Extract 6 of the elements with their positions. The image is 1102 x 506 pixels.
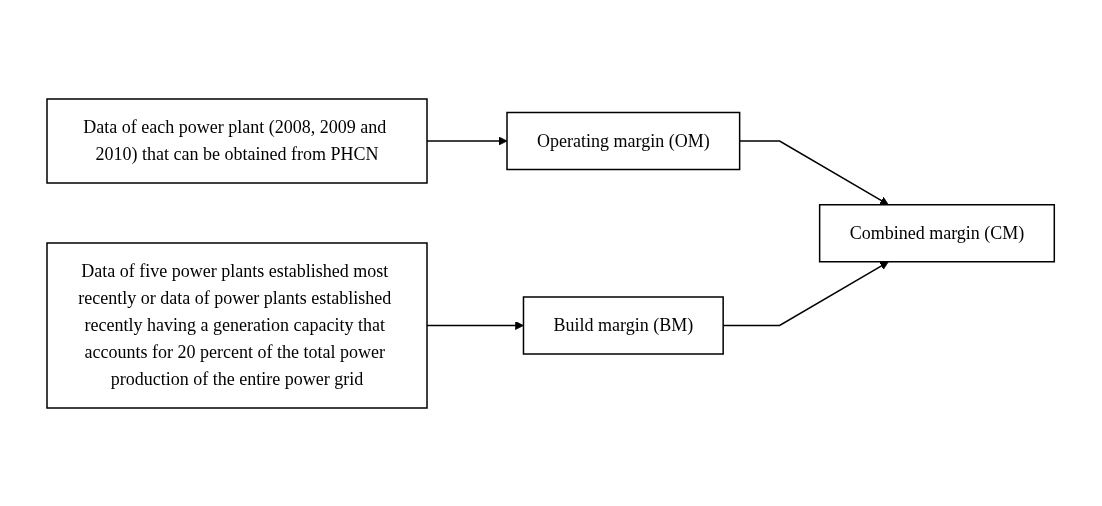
arrow <box>739 139 890 205</box>
node-box: Data of each power plant (2008, 2009 and 2010) that can be obtained from PHCN <box>46 97 429 184</box>
node-box: Operating margin (OM) <box>506 111 741 170</box>
node-box: Data of five power plants established most recently or data of power plants established recently having a generation capacity that accounts for 20 percent of the total power production of the entire power grid <box>46 241 429 409</box>
node-box: Combined margin (CM) <box>819 203 1056 262</box>
node-box: Build margin (BM) <box>523 295 725 355</box>
